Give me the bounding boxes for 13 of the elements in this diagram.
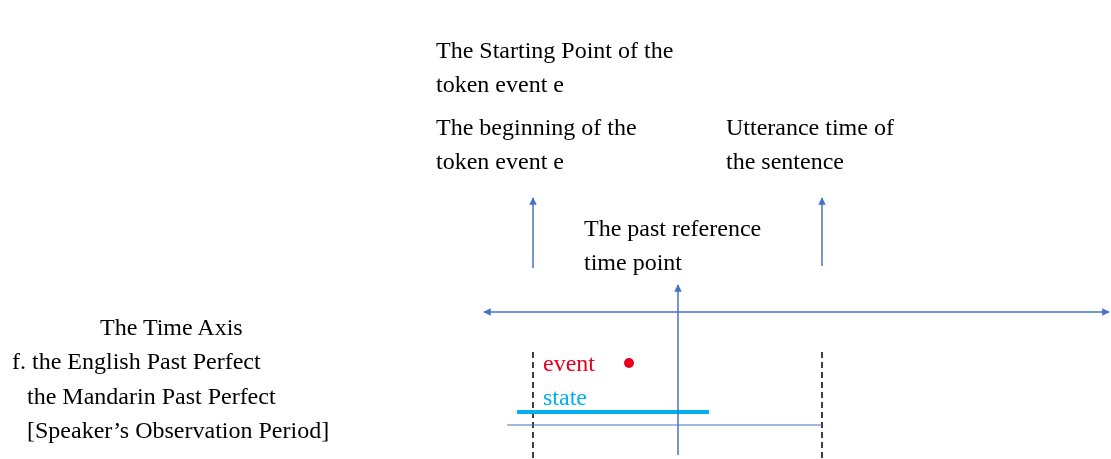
node-label: The past reference time point: [584, 214, 763, 277]
legend-text: event: [543, 349, 595, 378]
axis-subtitle: f. the English Past Perfect: [12, 347, 261, 376]
axis-subtitle: the Mandarin Past Perfect: [27, 382, 276, 411]
node-label: The beginning of the token event e: [436, 113, 638, 176]
legend-text: state: [543, 383, 587, 412]
axis-subtitle: [Speaker’s Observation Period]: [27, 416, 330, 445]
arrow: [529, 197, 537, 269]
arrow: [818, 197, 826, 267]
arrow: [674, 284, 682, 456]
annotation-text: The Starting Point of the token event e: [436, 36, 675, 99]
node-label: Utterance time of the sentence: [726, 113, 895, 176]
axis-title: The Time Axis: [100, 313, 243, 342]
